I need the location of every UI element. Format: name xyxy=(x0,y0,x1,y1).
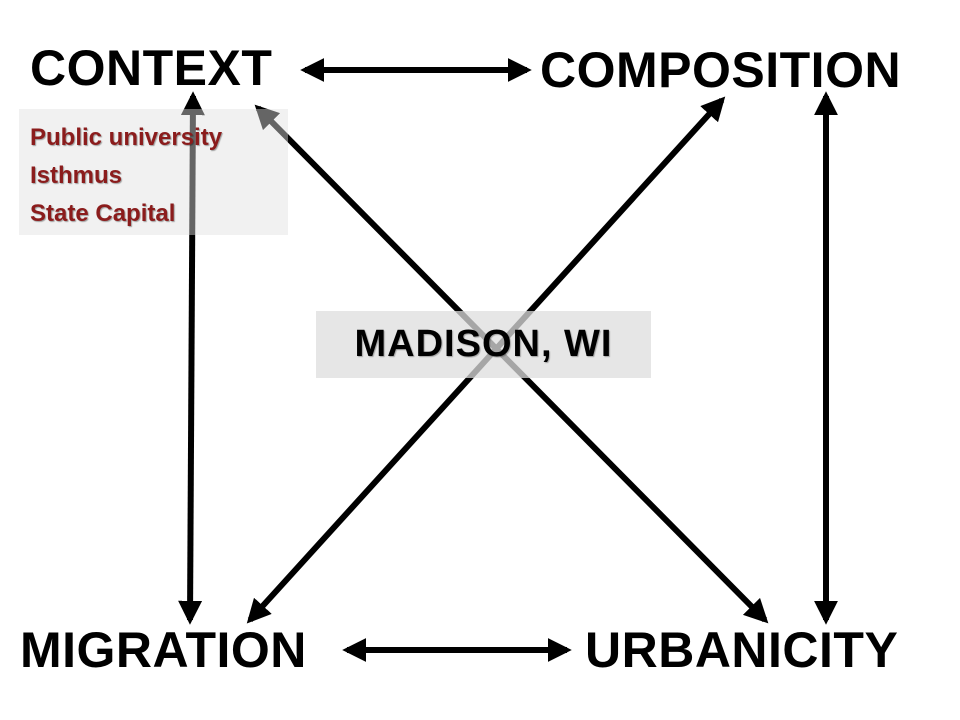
center-location-label: MADISON, WI xyxy=(354,323,613,365)
arrow-context-migration xyxy=(178,91,205,625)
attribute-state-capital: State Capital xyxy=(30,200,176,227)
migration-node-label: MIGRATION xyxy=(20,622,307,678)
context-node-label: CONTEXT xyxy=(30,40,273,96)
attribute-isthmus: Isthmus xyxy=(30,162,123,189)
context-attributes-list: Public university Isthmus State Capital xyxy=(19,109,288,233)
center-location-box: MADISON, WI xyxy=(316,311,651,378)
context-attributes-box: Public university Isthmus State Capital xyxy=(19,109,288,235)
attribute-public-university: Public university xyxy=(30,124,223,151)
composition-node-label: COMPOSITION xyxy=(540,42,902,98)
urbanicity-node-label: URBANICITY xyxy=(585,622,899,678)
